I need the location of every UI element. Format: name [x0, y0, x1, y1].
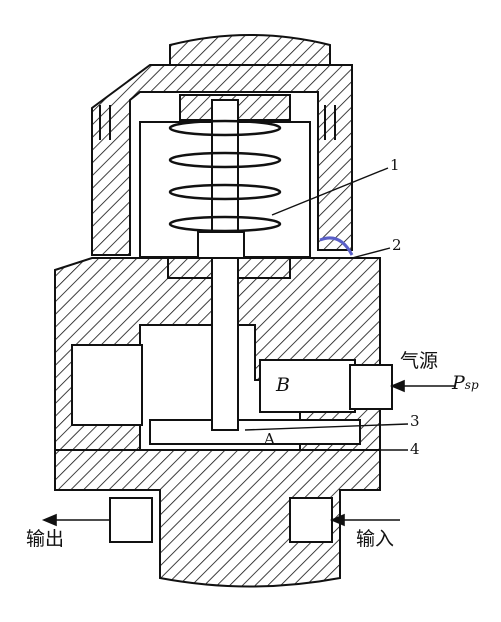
label-input: 输入 — [356, 528, 395, 550]
label-part-1: 1 — [390, 156, 400, 174]
label-supply-pressure-subscript: sp — [464, 378, 479, 392]
input-arrow-head — [329, 513, 345, 527]
valve-stem — [211, 99, 239, 431]
bolt-left — [99, 105, 111, 140]
regulating-spring — [168, 119, 282, 233]
chamber-a-cavity — [149, 419, 361, 445]
label-air-source: 气源 — [400, 350, 439, 372]
diaphragm-accent — [319, 236, 354, 256]
leader-1 — [271, 167, 389, 216]
bolt-right — [324, 105, 336, 140]
lower-base — [54, 449, 381, 588]
upper-housing — [91, 64, 353, 256]
lower-cavity — [71, 344, 143, 426]
chamber-b-cavity — [259, 359, 356, 413]
inlet-fitting — [289, 497, 333, 543]
air-source-fitting — [349, 364, 393, 410]
label-chamber-b: B — [276, 374, 290, 396]
adjustment-cap — [169, 34, 331, 66]
stem-nut — [197, 231, 245, 259]
label-supply-pressure: Psp — [452, 372, 479, 394]
leader-3 — [244, 423, 409, 431]
supply-arrow-head — [389, 379, 405, 393]
label-part-3: 3 — [410, 412, 420, 430]
output-arrow-head — [41, 513, 57, 527]
label-chamber-a: A — [264, 430, 275, 448]
label-part-2: 2 — [392, 236, 402, 254]
leader-2 — [351, 247, 391, 259]
outlet-fitting — [109, 497, 153, 543]
label-part-4: 4 — [410, 440, 420, 458]
label-output: 输出 — [26, 528, 65, 550]
